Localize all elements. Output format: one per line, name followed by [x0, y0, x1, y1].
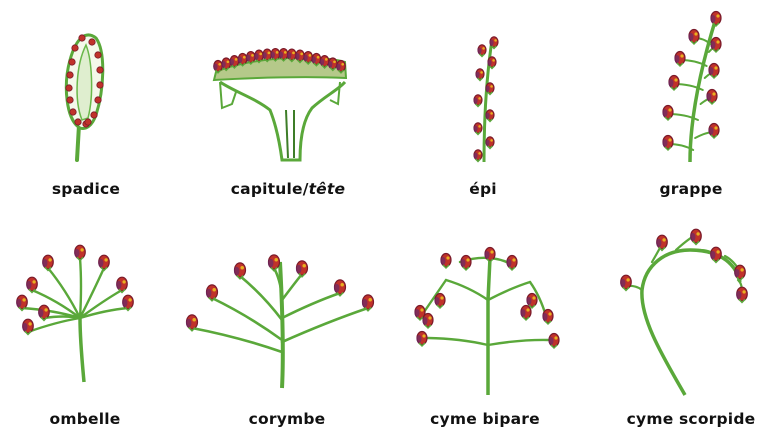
cyme-bipare-flower	[549, 334, 560, 349]
cyme-bipare-flower	[441, 254, 452, 269]
grappe-flower	[675, 52, 686, 67]
ombelle-flower	[74, 245, 85, 260]
ombelle-flower	[26, 277, 37, 292]
cyme-bipare-flower	[521, 306, 532, 321]
grappe-flower	[669, 76, 680, 91]
corymbe-drawing	[186, 255, 374, 388]
label-ombelle: ombelle	[50, 410, 121, 428]
label-capitule-text: capitule/	[231, 180, 309, 198]
epi-flower	[474, 95, 482, 107]
floret	[67, 97, 73, 103]
epi-flower	[486, 110, 494, 122]
floret	[89, 39, 95, 45]
epi-flower	[474, 150, 482, 162]
label-tete: tête	[309, 180, 346, 198]
floret	[85, 119, 91, 125]
epi-flower	[474, 123, 482, 135]
floret	[72, 45, 78, 51]
cyme-bipare-flower	[543, 310, 554, 325]
floret	[79, 35, 85, 41]
stem	[282, 274, 302, 300]
label-cyme-scorpide: cyme scorpide	[627, 410, 756, 428]
ombelle-flower	[42, 255, 53, 270]
grappe-flower	[707, 90, 718, 105]
cyme-bipare-drawing	[415, 248, 560, 396]
epi-drawing	[474, 37, 498, 162]
corymbe-flower	[234, 263, 246, 279]
floret	[95, 97, 101, 103]
cyme-bipare-flower	[417, 332, 428, 347]
cyme-scorpide-flower	[690, 229, 701, 244]
grappe-flower	[689, 30, 700, 45]
cyme-scorpide-flower	[656, 235, 667, 250]
corymbe-flower	[296, 261, 308, 277]
cyme-scorpide-flower	[710, 247, 721, 262]
spadice-drawing	[66, 35, 103, 160]
floret	[67, 72, 73, 78]
grappe-flower	[709, 124, 720, 139]
floret	[69, 59, 75, 65]
ombelle-flower	[98, 255, 109, 270]
label-cyme-bipare: cyme bipare	[430, 410, 540, 428]
cyme-scorpide-flower	[620, 275, 631, 290]
grappe-flower	[663, 106, 674, 121]
cyme-bipare-flower	[435, 294, 446, 309]
stem	[428, 338, 488, 345]
floret	[66, 85, 72, 91]
cyme-scorpide-drawing	[620, 229, 747, 395]
grappe-flower	[711, 12, 722, 27]
ombelle-flower	[22, 319, 33, 334]
cyme-scorpide-flower	[734, 265, 745, 280]
capitule-drawing	[213, 49, 346, 160]
stem	[44, 317, 80, 319]
label-spadice: spadice	[52, 180, 120, 198]
floret	[75, 119, 81, 125]
stem	[282, 293, 340, 318]
floret	[97, 67, 103, 73]
ombelle-flower	[116, 277, 127, 292]
stem	[488, 340, 548, 345]
stem	[446, 280, 488, 300]
epi-flower	[486, 137, 494, 149]
label-corymbe: corymbe	[249, 410, 326, 428]
grappe-flower	[663, 136, 674, 151]
cyme-scorpide-flower	[736, 287, 747, 302]
epi-flower	[476, 69, 484, 81]
floret	[91, 112, 97, 118]
floret	[70, 109, 76, 115]
grappe-flower	[709, 64, 720, 79]
stem	[80, 258, 81, 318]
cyme-bipare-flower	[485, 248, 496, 263]
corymbe-flower	[268, 255, 280, 271]
label-grappe: grappe	[659, 180, 722, 198]
floret	[95, 52, 101, 58]
cyme-bipare-flower	[507, 256, 518, 271]
epi-flower	[478, 45, 486, 57]
grappe-drawing	[663, 12, 722, 163]
cyme-bipare-flower	[461, 256, 472, 271]
stem	[240, 276, 282, 320]
ombelle-drawing	[16, 245, 133, 382]
label-capitule: capitule/tête	[231, 180, 345, 198]
stem	[28, 318, 80, 332]
floret	[97, 82, 103, 88]
stem	[488, 282, 530, 300]
label-epi: épi	[469, 180, 497, 198]
cyme-bipare-flower	[423, 314, 434, 329]
